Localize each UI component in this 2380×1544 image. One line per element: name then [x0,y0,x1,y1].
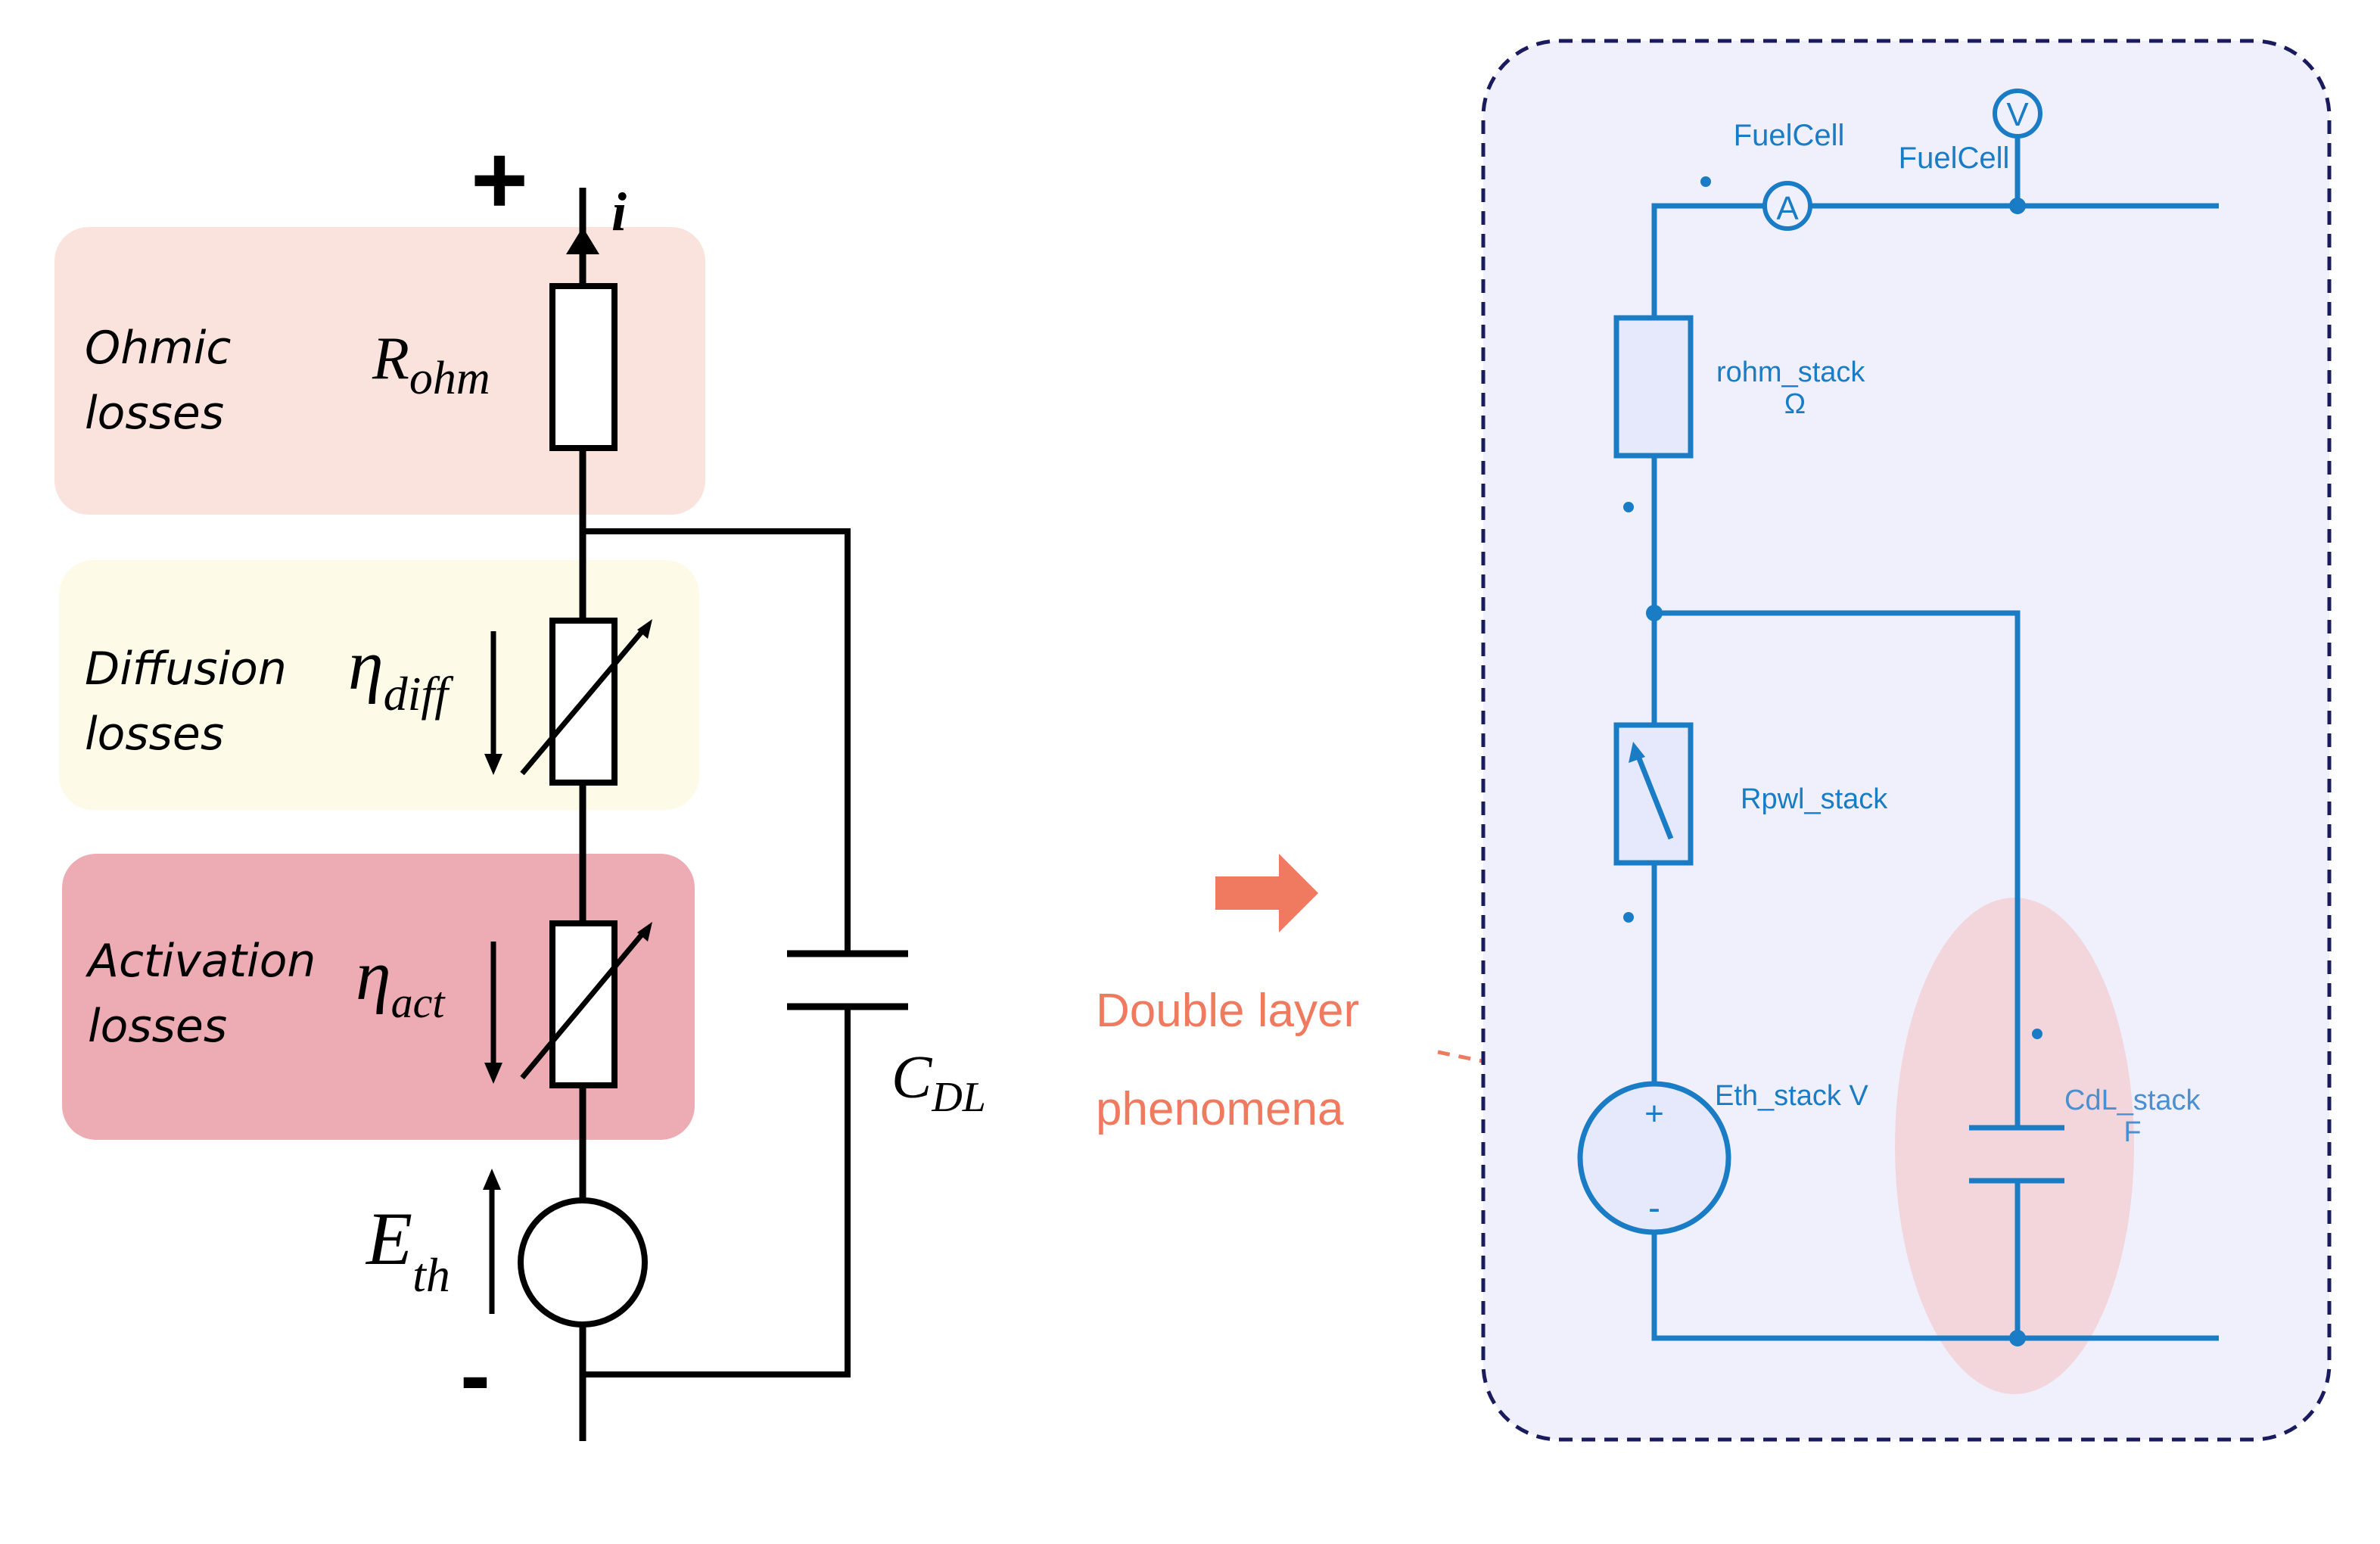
cdl-stack-name: CdL_stack [2064,1085,2201,1116]
cdl-stack-unit: F [2123,1116,2141,1148]
eth-source-plus: + [1644,1095,1664,1132]
capacitor-branch-top [583,528,851,954]
ammeter-block[interactable] [1762,181,1812,231]
activation-losses-box [62,854,695,1140]
right-panel: A FuelCell V FuelCell rohm_stack Ω Rpwl_… [1481,39,2332,1442]
voltmeter-block[interactable] [1993,89,2042,139]
port-dot-3 [1623,912,1634,923]
port-dot-1 [1700,176,1711,187]
cap-branch-top [1654,610,2021,1126]
annotation-line2: phenomena [1096,1083,1344,1135]
annotation-line1: Double layer [1096,985,1359,1037]
rohm-stack-block[interactable] [1613,315,1694,459]
voltage-source [518,1197,648,1328]
activation-text-line2: losses [88,1000,227,1053]
rpwl-stack-name: Rpwl_stack [1741,783,1888,815]
rpwl-needle-arrow-icon [1629,742,1645,763]
capacitor-branch-bottom [583,1007,851,1377]
capacitor-highlight [1895,898,2134,1394]
ohmic-text-line1: Ohmic [85,322,231,375]
current-label: i [611,182,627,242]
eth-stack-name: Eth_stack V [1715,1080,1868,1112]
diffusion-losses-box [59,560,699,810]
left-circuit: + - i Ohmic losses Rohm Diffusion losses… [54,124,986,1441]
diffusion-variable-arrow-icon [637,619,652,639]
source-up-arrow-icon [483,1169,501,1190]
ammeter-symbol: A [1776,190,1799,227]
ammeter-name: FuelCell [1734,119,1845,152]
activation-variable-slash [520,929,647,1080]
rohm-stack-unit: Ω [1784,388,1806,420]
activation-text-line1: Activation [85,935,316,988]
diffusion-text-line2: losses [85,708,224,761]
port-dot-2 [1623,502,1634,512]
activation-variable-arrow-icon [637,922,652,942]
activation-symbol: ηact [356,936,446,1027]
eth-source-minus: - [1648,1188,1660,1228]
ohmic-losses-box [54,227,705,515]
voltmeter-symbol: V [2006,96,2029,133]
diffusion-text-line1: Diffusion [85,643,287,696]
top-wire [1651,203,2219,318]
current-arrow-icon [566,227,599,254]
rohm-stack-name: rohm_stack [1716,356,1865,388]
ohmic-symbol: Rohm [372,325,490,404]
minus-sign: - [460,1325,490,1426]
bottom-wire [1651,1231,2219,1341]
junction-bottom [2009,1330,2026,1346]
ohmic-text-line2: losses [85,387,224,440]
voltmeter-name: FuelCell [1899,142,2010,175]
ohmic-resistor [549,283,618,451]
junction-mid [1646,605,1663,621]
diffusion-variable-slash [520,626,647,776]
diffusion-symbol: ηdiff [348,626,454,721]
rpwl-stack-needle [1633,749,1674,840]
plus-sign: + [471,124,528,235]
transform-arrow-icon [1215,854,1318,932]
port-dot-4 [2032,1029,2042,1039]
capacitor-symbol: CDL [891,1044,986,1121]
eth-stack-source[interactable] [1577,1081,1731,1235]
activation-down-arrow-icon [484,1063,502,1084]
source-symbol: Eth [365,1197,450,1302]
diffusion-down-arrow-icon [484,754,502,775]
junction-top [2009,198,2026,214]
